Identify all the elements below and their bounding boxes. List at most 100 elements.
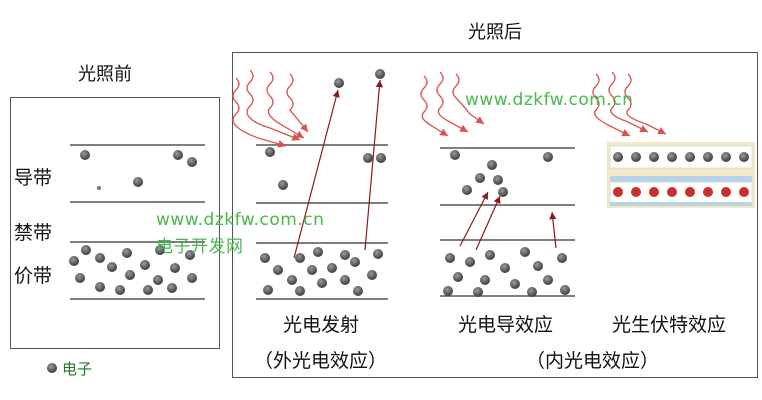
excitation-arrows-external — [293, 79, 383, 259]
electron-dot — [265, 147, 275, 157]
hole-dot — [739, 187, 749, 197]
electron-dot — [443, 286, 453, 296]
electron-dot — [350, 257, 360, 267]
hole-dot — [685, 187, 695, 197]
watermark-site-name: 电子开发网 — [156, 237, 244, 257]
electron-dot — [631, 152, 641, 162]
electrons-before — [69, 150, 197, 295]
electron-dot — [155, 245, 165, 255]
title-after: 光照后 — [468, 22, 522, 43]
electron-dot — [498, 187, 508, 197]
electron-dot — [307, 265, 317, 275]
caption-photovoltaic: 光生伏特效应 — [612, 314, 727, 336]
electron-dot — [473, 287, 483, 297]
electron-dot — [445, 253, 455, 263]
band-label-forbidden: 禁带 — [14, 222, 53, 244]
watermark-site-right: www.dzkfw.com.cn — [465, 90, 634, 110]
hole-dot — [613, 187, 623, 197]
electron-dot — [185, 250, 195, 260]
electron-dot — [75, 273, 85, 283]
caption-external-emission: 光电发射 — [283, 314, 360, 336]
hole-dot — [631, 187, 641, 197]
caption-external-group: （外光电效应） — [254, 350, 388, 372]
electron-dot — [95, 253, 105, 263]
electron-dot — [560, 285, 570, 295]
electron-dot — [334, 78, 344, 88]
electron-dot — [173, 150, 183, 160]
panel-after — [232, 52, 758, 378]
electron-dot — [115, 285, 125, 295]
electrons-external — [260, 69, 386, 296]
electron-dot — [453, 272, 463, 282]
hole-dot — [649, 187, 659, 197]
electron-dot — [367, 270, 377, 280]
electron-dot — [376, 153, 386, 163]
band-label-valence: 价带 — [14, 265, 53, 287]
electrons-photoconductive — [443, 150, 570, 297]
electron-dot — [278, 180, 288, 190]
electron-dot — [187, 157, 197, 167]
electron-dot — [69, 256, 79, 266]
light-rays-external — [232, 69, 309, 148]
electron-dot — [557, 253, 567, 263]
legend-electron-label: 电子 — [62, 360, 93, 378]
electron-dot — [317, 278, 327, 288]
electron-dot — [170, 263, 180, 273]
electron-dot — [500, 263, 510, 273]
electron-dot — [475, 173, 485, 183]
electron-dot — [450, 150, 460, 160]
pv-cell — [607, 142, 755, 208]
electron-dot — [465, 257, 475, 267]
electron-dot — [363, 153, 373, 163]
electron-dot — [543, 152, 553, 162]
electron-dot — [340, 250, 350, 260]
title-before: 光照前 — [78, 64, 132, 85]
watermark-site-left: www.dzkfw.com.cn — [156, 210, 325, 230]
electron-dot — [543, 275, 553, 285]
electron-dot — [480, 275, 490, 285]
electron-dot — [295, 286, 305, 296]
electron-dot — [340, 275, 350, 285]
electron-dot — [260, 253, 270, 263]
light-rays-photoconductive — [420, 71, 485, 137]
electron-dot — [527, 287, 537, 297]
band-label-conduction: 导带 — [14, 167, 53, 189]
electron-dot — [667, 152, 677, 162]
electron-dot — [122, 248, 132, 258]
electron-dot — [313, 247, 323, 257]
electron-dot — [520, 247, 530, 257]
electron-dot — [685, 152, 695, 162]
pv-holes — [613, 187, 749, 197]
electron-dot — [353, 286, 363, 296]
electron-dot — [375, 69, 385, 79]
panel-before — [10, 97, 220, 349]
electron-dot — [295, 253, 305, 263]
electron-dot — [143, 285, 153, 295]
electron-dot — [167, 283, 177, 293]
electron-dot — [187, 273, 197, 283]
electron-dot — [533, 261, 543, 271]
electron-dot — [739, 152, 749, 162]
electron-dot — [493, 175, 503, 185]
electron-dot — [703, 152, 713, 162]
pv-electrons — [613, 152, 749, 162]
legend-electron-dot — [47, 363, 57, 373]
hole-dot — [721, 187, 731, 197]
electron-dot — [487, 160, 497, 170]
caption-photoconductive: 光电导效应 — [458, 314, 554, 336]
electron-dot — [125, 270, 135, 280]
electron-dot — [510, 279, 520, 289]
electron-dot — [263, 285, 273, 295]
electron-dot — [462, 185, 472, 195]
excitation-arrows-photoconductive — [459, 191, 557, 251]
electron-dot — [613, 152, 623, 162]
electron-dot — [133, 177, 143, 187]
light-rays-photovoltaic — [592, 71, 667, 137]
electron-dot — [721, 152, 731, 162]
electron-dot — [273, 265, 283, 275]
electron-dot — [140, 260, 150, 270]
electron-dot — [97, 186, 101, 190]
hole-dot — [667, 187, 677, 197]
electron-dot — [287, 275, 297, 285]
